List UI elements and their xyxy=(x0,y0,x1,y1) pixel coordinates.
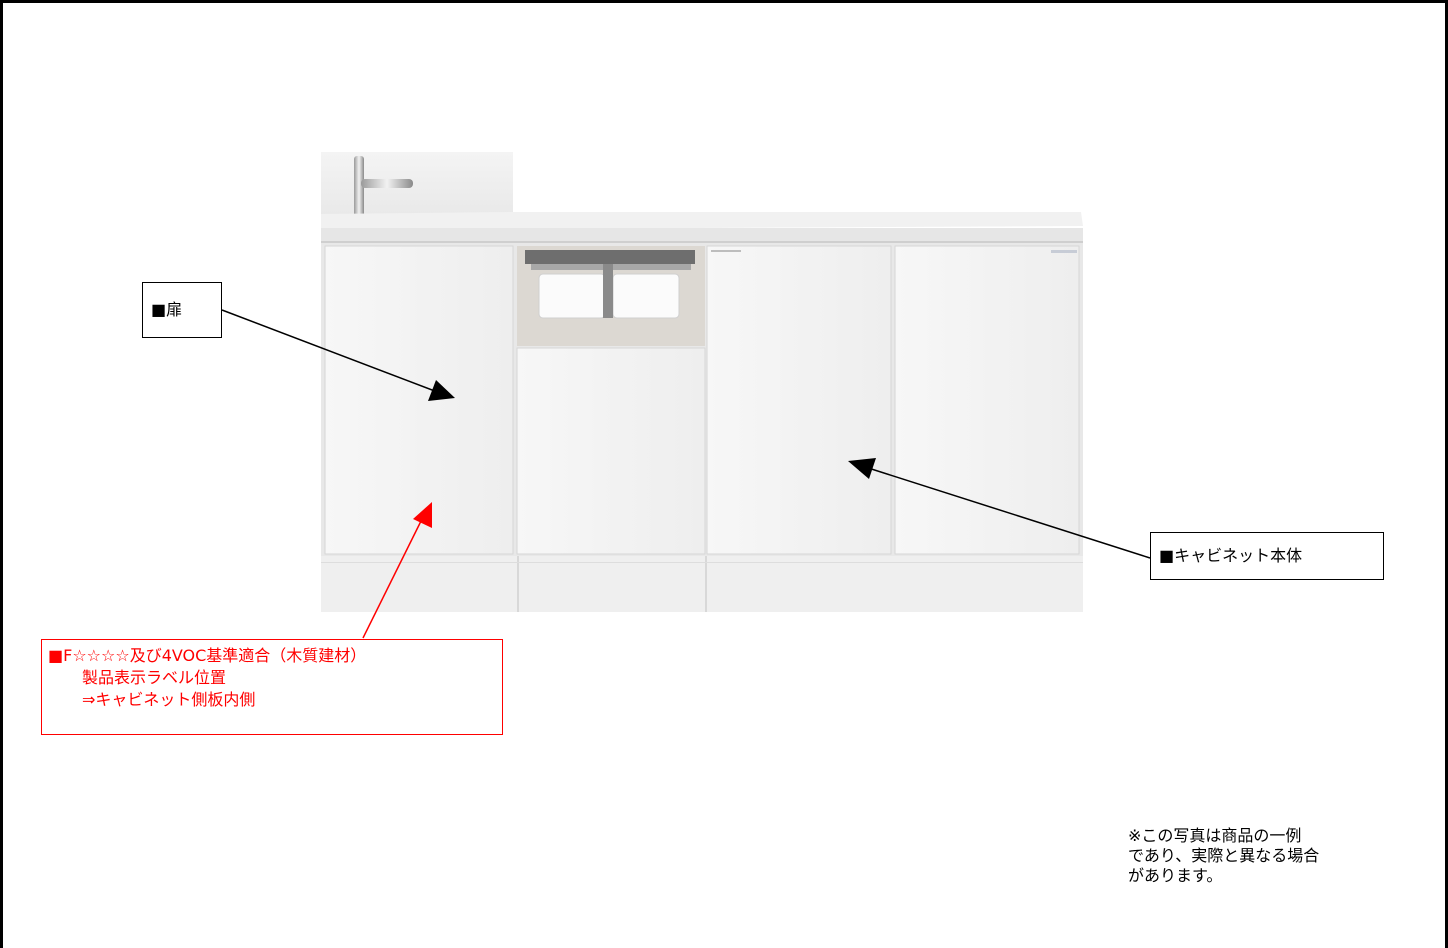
door-left xyxy=(324,245,514,555)
note-line1: ※この写真は商品の一例 xyxy=(1128,826,1302,845)
disclaimer-note: ※この写真は商品の一例 であり、実際と異なる場合 があります。 xyxy=(1128,826,1388,886)
voc-label-line1: ■F☆☆☆☆及び4VOC基準適合（木質建材） xyxy=(48,646,367,665)
toilet-paper-roll-icon xyxy=(538,273,606,319)
faucet-icon xyxy=(354,156,364,228)
note-line3: があります。 xyxy=(1128,866,1223,885)
plinth xyxy=(321,556,1083,612)
cabinet-photo xyxy=(321,152,1083,612)
backsplash xyxy=(321,152,513,214)
door-label-text: ■扉 xyxy=(151,300,183,319)
countertop xyxy=(321,212,1083,230)
voc-label: ■F☆☆☆☆及び4VOC基準適合（木質建材） 製品表示ラベル位置 ⇒キャビネット… xyxy=(41,639,503,735)
toilet-paper-roll-icon xyxy=(612,273,680,319)
door-center-right xyxy=(706,245,892,555)
door-middle xyxy=(516,347,706,555)
door-right xyxy=(894,245,1080,555)
cabinet-body-label: ■キャビネット本体 xyxy=(1150,532,1384,580)
voc-label-line3: ⇒キャビネット側板内側 xyxy=(82,690,256,709)
voc-label-line2: 製品表示ラベル位置 xyxy=(82,668,227,687)
door-label: ■扉 xyxy=(142,282,222,338)
cabinet-illustration xyxy=(321,152,1083,612)
cabinet-body-label-text: ■キャビネット本体 xyxy=(1159,546,1303,565)
note-line2: であり、実際と異なる場合 xyxy=(1128,846,1320,865)
